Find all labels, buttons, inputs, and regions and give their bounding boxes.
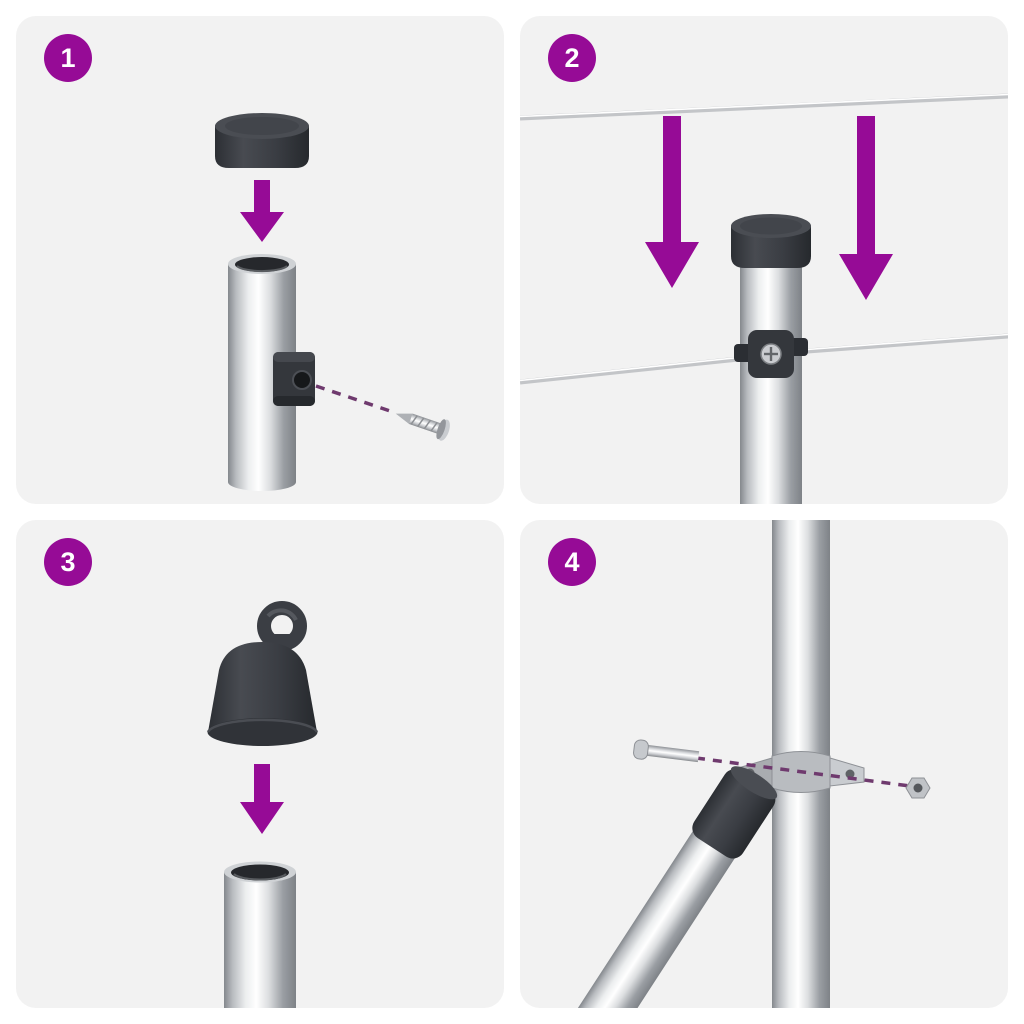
brace-tube bbox=[564, 801, 754, 1008]
screw-tip bbox=[395, 413, 413, 424]
post-body bbox=[224, 872, 296, 1008]
step-4-number: 4 bbox=[564, 546, 580, 577]
guide-dashed-line bbox=[695, 756, 911, 788]
screw bbox=[395, 413, 450, 441]
lower-wire-right bbox=[793, 333, 1008, 355]
bolt-head bbox=[633, 739, 649, 760]
lower-wire-right-highlight bbox=[793, 333, 1008, 352]
step-2-number-badge: 2 bbox=[548, 34, 596, 82]
down-arrow-icon bbox=[240, 764, 284, 834]
upper-wire bbox=[520, 93, 1008, 121]
clamp-bottom-edge bbox=[273, 396, 315, 406]
eyelet-ring-highlight bbox=[266, 608, 298, 622]
upper-wire-highlight bbox=[520, 93, 1008, 118]
wire-clamp-right-ear bbox=[790, 338, 808, 356]
cap-body bbox=[731, 226, 811, 268]
step-3-number-badge: 3 bbox=[44, 538, 92, 586]
step-3-number: 3 bbox=[60, 546, 76, 577]
step-panel-1: 1 bbox=[16, 16, 504, 504]
strap-right-hole bbox=[845, 769, 855, 779]
guide-dashed-line bbox=[315, 384, 397, 415]
step-panel-3: 3 bbox=[16, 520, 504, 1008]
down-arrow-left-icon bbox=[645, 116, 699, 288]
cap-base-rim bbox=[207, 718, 318, 746]
post-opening-highlight bbox=[233, 873, 287, 881]
nut-hole bbox=[913, 783, 923, 793]
post-cap bbox=[215, 113, 309, 168]
clamp-top-edge bbox=[273, 352, 315, 362]
post-bottom bbox=[228, 473, 296, 491]
down-arrow-icon bbox=[240, 180, 284, 242]
step-3-illustration bbox=[206, 601, 319, 1008]
screw-clamp bbox=[273, 352, 315, 406]
step-1-illustration bbox=[215, 113, 450, 491]
bolt-shaft bbox=[646, 744, 700, 763]
upper-wire-line bbox=[520, 93, 1008, 121]
clamp-hole bbox=[293, 371, 311, 389]
step-1-number: 1 bbox=[60, 42, 76, 73]
connector-top bbox=[730, 766, 778, 800]
wire-clamp-screw-rim bbox=[760, 343, 782, 365]
screw-head-edge bbox=[436, 419, 446, 440]
screw-shaft bbox=[409, 413, 443, 435]
brace-connector bbox=[692, 766, 778, 859]
down-arrow-right-icon bbox=[839, 116, 893, 300]
clamp-hole-rim bbox=[292, 370, 312, 390]
diagonal-brace bbox=[564, 766, 778, 1008]
post-opening bbox=[235, 257, 289, 272]
lower-wire-left-highlight bbox=[520, 355, 749, 382]
step-1-number-badge: 1 bbox=[44, 34, 92, 82]
screw-threads bbox=[410, 415, 438, 432]
lower-wire bbox=[520, 333, 1008, 385]
step-2-number: 2 bbox=[564, 42, 580, 73]
cap-top-inner bbox=[225, 117, 299, 135]
wire-clamp-left-ear bbox=[734, 344, 752, 362]
wire-clamp bbox=[734, 330, 808, 378]
nut bbox=[905, 777, 931, 799]
eyelet-cap bbox=[206, 601, 319, 746]
lower-wire-left bbox=[520, 355, 749, 385]
post-body bbox=[740, 266, 802, 504]
step-2-illustration bbox=[520, 93, 1008, 504]
metal-post bbox=[224, 861, 296, 1008]
step-panel-2: 2 bbox=[520, 16, 1008, 504]
capped-post bbox=[731, 214, 811, 504]
step-panel-4: 4 bbox=[520, 520, 1008, 1008]
cap-cone bbox=[208, 642, 317, 732]
cap-base-highlight bbox=[206, 718, 319, 733]
step-4-illustration bbox=[564, 520, 931, 1008]
step-4-number-badge: 4 bbox=[548, 538, 596, 586]
cap-top-inner bbox=[740, 217, 802, 235]
post-opening-highlight bbox=[236, 265, 288, 273]
bolt bbox=[633, 739, 700, 763]
post-opening bbox=[231, 864, 289, 881]
